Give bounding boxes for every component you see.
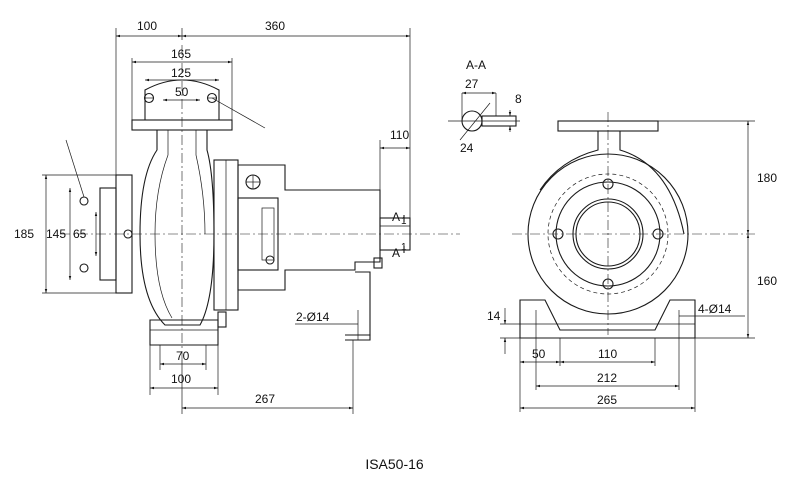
key-24: 24 xyxy=(460,141,474,155)
drawing-caption: ISA50-16 xyxy=(365,456,424,472)
dim-50-flange: 50 xyxy=(175,85,189,99)
dim-50-base: 50 xyxy=(532,347,546,361)
dim-145: 145 xyxy=(46,227,66,241)
dim-212: 212 xyxy=(597,371,617,385)
dim-70: 70 xyxy=(176,349,190,363)
dim-165: 165 xyxy=(171,47,191,61)
section-a-a: A-A 27 8 24 xyxy=(448,58,522,155)
dim-185: 185 xyxy=(14,227,34,241)
key-27: 27 xyxy=(465,77,479,91)
dim-265: 265 xyxy=(597,393,617,407)
dim-100-top: 100 xyxy=(137,19,157,33)
section-mark-top-sub: 1 xyxy=(401,216,407,227)
dim-110-shaft: 110 xyxy=(390,128,409,142)
section-mark-bottom-sub: 1 xyxy=(401,242,407,253)
section-mark-bottom: A xyxy=(392,246,400,260)
hole-4-label: 4-Ø14 xyxy=(698,302,732,316)
dim-180: 180 xyxy=(757,171,777,185)
section-mark-top: A xyxy=(392,210,400,224)
key-8: 8 xyxy=(515,92,522,106)
dim-125: 125 xyxy=(171,66,191,80)
dim-100-base: 100 xyxy=(171,372,191,386)
dim-360: 360 xyxy=(265,19,285,33)
hole-2-label: 2-Ø14 xyxy=(296,310,330,324)
dim-267: 267 xyxy=(255,392,275,406)
section-label: A-A xyxy=(466,58,486,72)
dim-160: 160 xyxy=(757,274,777,288)
dim-14: 14 xyxy=(487,309,501,323)
front-view: 180 160 14 4-Ø14 50 110 212 265 xyxy=(487,112,777,412)
dim-65: 65 xyxy=(73,227,87,241)
dim-110-base: 110 xyxy=(598,347,617,361)
side-view: 100 360 165 125 50 110 185 145 65 2-Ø14 xyxy=(14,19,460,414)
